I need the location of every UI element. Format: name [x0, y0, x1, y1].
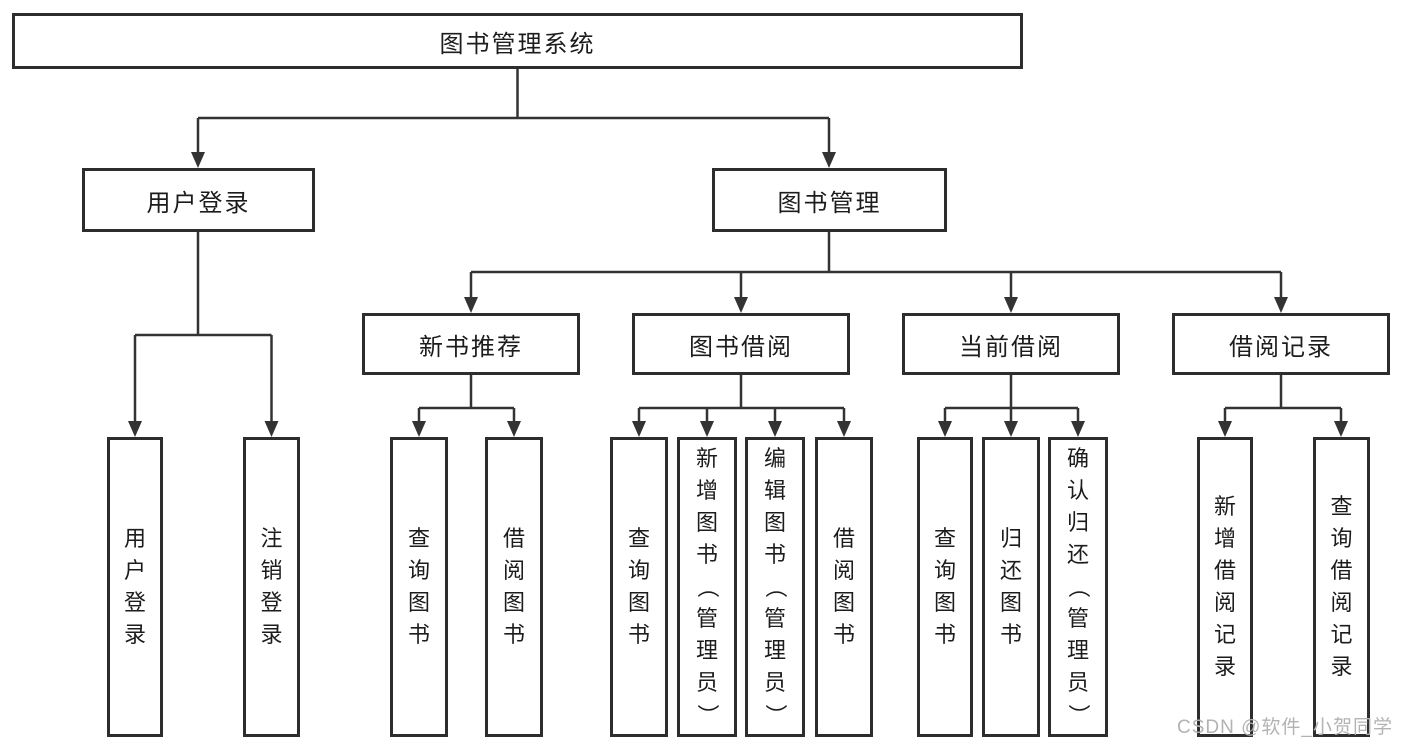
leaf-query-borrow-record: 查询借阅记录	[1313, 437, 1370, 737]
node-user-login: 用户登录	[82, 168, 315, 232]
node-label: 注销登录	[260, 526, 283, 647]
leaf-add-book-admin: 新增图书（管理员）	[677, 437, 737, 737]
node-borrow-records: 借阅记录	[1172, 313, 1390, 375]
node-current-borrow: 当前借阅	[902, 313, 1120, 375]
leaf-query-books-1: 查询图书	[390, 437, 448, 737]
leaf-borrow-books-1: 借阅图书	[485, 437, 543, 737]
node-label: 查询图书	[627, 526, 650, 647]
leaf-query-books-3: 查询图书	[917, 437, 973, 737]
node-label: 新书推荐	[419, 333, 523, 361]
leaf-user-login: 用户登录	[107, 437, 163, 737]
node-label: 确认归还（管理员）	[1065, 446, 1091, 727]
node-label: 图书管理系统	[439, 30, 596, 58]
csdn-watermark: CSDN @软件_小贺同学	[1177, 717, 1393, 738]
node-label: 用户登录	[123, 526, 146, 647]
node-label: 查询图书	[407, 526, 430, 647]
node-label: 查询图书	[933, 526, 956, 647]
leaf-edit-book-admin: 编辑图书（管理员）	[745, 437, 805, 737]
node-label: 新增图书（管理员）	[694, 446, 720, 727]
node-root-library-system: 图书管理系统	[12, 13, 1023, 69]
leaf-return-book: 归还图书	[982, 437, 1040, 737]
node-label: 归还图书	[999, 526, 1022, 647]
node-label: 当前借阅	[959, 333, 1063, 361]
leaf-logout: 注销登录	[243, 437, 300, 737]
node-label: 编辑图书（管理员）	[762, 446, 788, 727]
node-label: 查询借阅记录	[1330, 494, 1353, 679]
node-label: 借阅图书	[832, 526, 855, 647]
arrowheads	[128, 152, 1348, 437]
leaf-query-books-2: 查询图书	[610, 437, 668, 737]
node-book-borrow: 图书借阅	[632, 313, 850, 375]
node-label: 新增借阅记录	[1213, 494, 1236, 679]
node-label: 借阅图书	[502, 526, 525, 647]
leaf-confirm-return-admin: 确认归还（管理员）	[1048, 437, 1108, 737]
node-label: 图书借阅	[689, 333, 793, 361]
node-label: 借阅记录	[1229, 333, 1333, 361]
node-book-management: 图书管理	[712, 168, 947, 232]
leaf-borrow-books-2: 借阅图书	[815, 437, 873, 737]
leaf-add-borrow-record: 新增借阅记录	[1197, 437, 1253, 737]
node-label: 图书管理	[777, 189, 882, 217]
node-new-book-recommend: 新书推荐	[362, 313, 580, 375]
node-label: 用户登录	[146, 189, 251, 217]
